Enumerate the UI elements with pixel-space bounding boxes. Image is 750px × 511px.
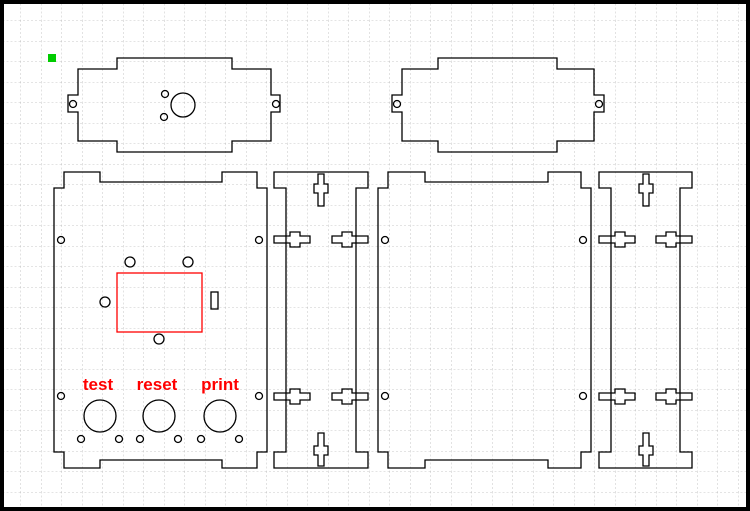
display-mount-hole-l [99, 296, 111, 308]
right-side-tslot-top [638, 173, 654, 207]
reset-screw-hole-l [135, 434, 145, 444]
display-mount-hole-tr [182, 256, 194, 268]
left-side-tslot-lr [331, 388, 369, 405]
front-hole-ul [56, 235, 66, 245]
front-hole-ll [56, 391, 66, 401]
right-side-tslot-ul [598, 231, 636, 248]
grid-overlay [4, 4, 746, 507]
back-hole-ll [380, 391, 390, 401]
front-hole-ur [254, 235, 264, 245]
right-side-tslot-lr [655, 388, 693, 405]
top-left-lid-panel [67, 57, 281, 153]
lid-hole-right [271, 99, 281, 109]
reset-button-hole [142, 399, 176, 433]
lid-small-hole-top [160, 89, 170, 99]
left-side-tslot-ur [331, 231, 369, 248]
display-mount-hole-tl [124, 256, 136, 268]
left-side-tslot-ul [273, 231, 311, 248]
lid-large-hole [170, 92, 196, 118]
back-hole-ul [380, 235, 390, 245]
right-side-panel [598, 171, 693, 469]
display-mount-hole-b [153, 333, 165, 345]
right-side-tslot-ll [598, 388, 636, 405]
right-side-tslot-bottom [638, 432, 654, 467]
lid-hole-left [68, 99, 78, 109]
left-side-tslot-bottom [313, 432, 329, 467]
front-panel [53, 171, 268, 469]
display-window-cutout [116, 272, 203, 333]
test-label: test [83, 375, 114, 394]
print-button-hole [203, 399, 237, 433]
print-label: print [201, 375, 239, 394]
back-hole-lr [578, 391, 588, 401]
lid2-hole-left [392, 99, 402, 109]
back-hole-ur [578, 235, 588, 245]
left-side-tslot-ll [273, 388, 311, 405]
front-hole-lr [254, 391, 264, 401]
switch-slot [210, 291, 219, 310]
left-side-tslot-top [313, 173, 329, 207]
test-screw-hole-r [114, 434, 124, 444]
origin-marker [48, 54, 56, 62]
back-panel [377, 171, 592, 469]
right-side-tslot-ur [655, 231, 693, 248]
print-screw-hole-l [196, 434, 206, 444]
lid2-hole-right [594, 99, 604, 109]
test-button-hole [83, 399, 117, 433]
reset-label: reset [137, 375, 178, 394]
left-side-panel [273, 171, 369, 469]
test-screw-hole-l [76, 434, 86, 444]
reset-screw-hole-r [173, 434, 183, 444]
lid-small-hole-bottom [159, 112, 169, 122]
top-right-lid-panel [391, 57, 605, 153]
print-screw-hole-r [234, 434, 244, 444]
